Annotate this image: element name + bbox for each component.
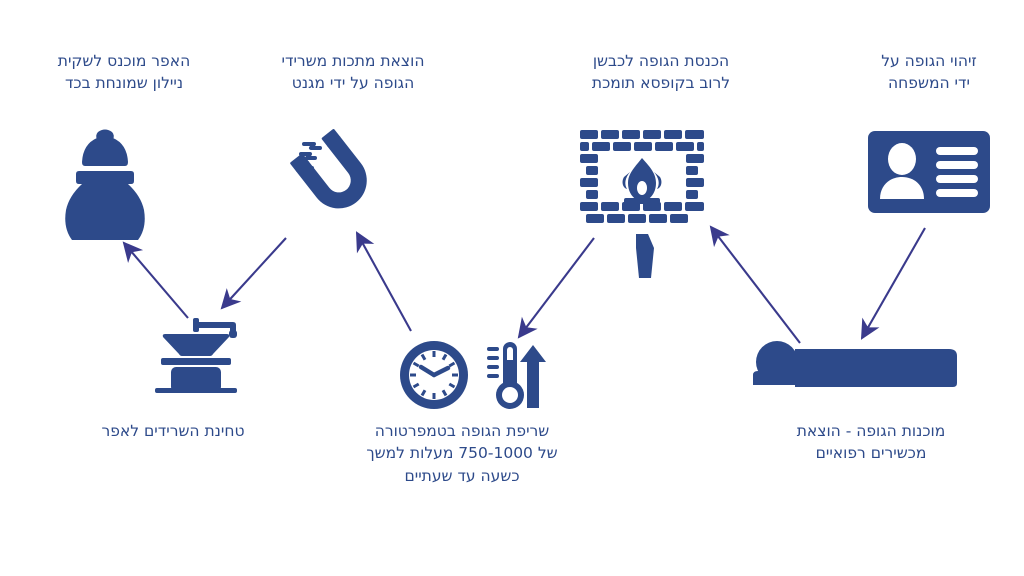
label-identification: זיהוי הגופה על ידי המשפחה [881, 52, 977, 93]
brick-row-base [586, 214, 688, 223]
thermometer-rising-icon [487, 337, 547, 413]
brick-furnace-fire-icon [578, 128, 706, 228]
funeral-urn-icon [55, 128, 155, 240]
arrow-furnace-to-thermometer [517, 237, 595, 339]
brick-pillar-left [580, 154, 598, 199]
clock-icon [398, 339, 470, 411]
horseshoe-magnet-icon [290, 129, 386, 222]
coffin-icon [627, 234, 657, 280]
brick-row-2 [580, 142, 704, 151]
brick-row-hearth [580, 202, 704, 211]
label-furnace: הכנסת הגופה לכבשן לרוב בקופסא תומכת [591, 52, 731, 93]
label-grinding: טחינת השרידים לאפר [101, 422, 245, 440]
lying-body-icon [745, 341, 961, 397]
brick-row-top [580, 130, 704, 139]
arrow-body-to-furnace [709, 225, 801, 344]
label-magnet-metal: הוצאת מתכות משרידי הגופה על ידי מגנט [281, 52, 425, 93]
arrow-grinder-to-urn [122, 241, 189, 319]
arrow-idcard-to-body [860, 227, 926, 340]
grinder-mill-icon [141, 312, 251, 393]
brick-pillar-right [686, 154, 704, 199]
flame-icon [622, 158, 662, 204]
card-text-lines [936, 147, 978, 197]
label-ash-urn: האפר מוכנס לשקית ניילון שמונחת בכד [57, 52, 191, 93]
clock-ticks [410, 351, 458, 399]
arrow-magnet-to-grinder [220, 237, 287, 310]
arrow-clock-to-magnet [355, 231, 412, 332]
clock-hands [418, 364, 451, 378]
label-burning: שריפת הגופה בטמפרטורה של 750-1000 מעלות … [366, 422, 558, 485]
id-card-icon [868, 131, 990, 213]
label-preparation: מוכנות הגופה - הוצאת מכשירים רפואיים [796, 422, 946, 463]
person-avatar-icon [880, 143, 924, 199]
